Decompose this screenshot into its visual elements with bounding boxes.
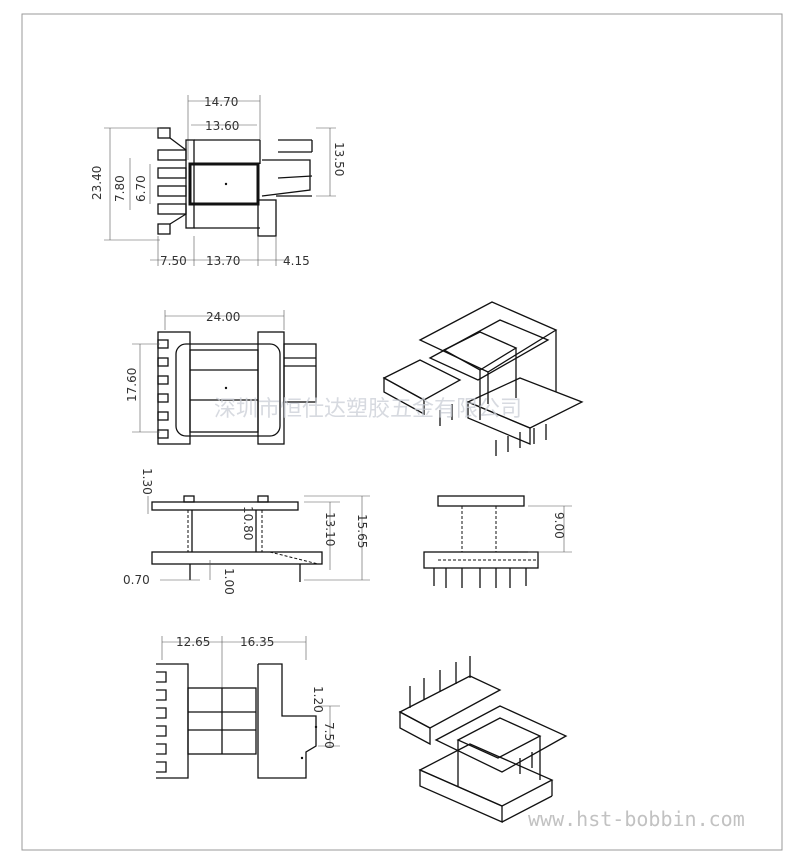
dim-front-height: 9.00 [552,512,566,539]
plan-view: 24.00 17.60 [125,310,317,445]
dim-top-bottom-right: 4.15 [283,254,310,268]
dim-plan-height: 17.60 [125,368,139,402]
core-window [188,162,260,206]
dim-top-bottom-left: 7.50 [160,254,187,268]
dim-side-total: 15.65 [355,514,369,548]
dim-bottom-notch-height: 7.50 [322,722,336,749]
dim-bottom-right: 16.35 [240,635,274,649]
dim-side-base: 1.00 [222,568,236,595]
dim-top-left-mid: 7.80 [113,175,127,202]
dim-top-left-inner: 6.70 [134,175,148,202]
watermark-website: www.hst-bobbin.com [528,807,745,831]
isometric-view-bottom [398,656,568,823]
dim-top-right-height: 13.50 [332,142,346,176]
drawing-border [21,13,783,851]
dim-top-width-outer: 14.70 [204,95,238,109]
dim-side-inner: 10.80 [241,506,255,540]
dim-plan-width: 24.00 [206,310,240,324]
dim-side-flange: 1.30 [140,468,154,495]
top-view: 14.70 13.60 [90,95,346,268]
front-view: 9.00 [423,495,572,588]
dim-top-left-outer: 23.40 [90,166,104,200]
dim-side-mid: 13.10 [323,512,337,546]
dim-top-bottom-mid: 13.70 [206,254,240,268]
dim-top-width-inner: 13.60 [205,119,239,133]
dim-bottom-left: 12.65 [176,635,210,649]
dim-bottom-notch: 1.20 [311,686,325,713]
dim-side-pin: 0.70 [123,573,150,587]
watermark-company: 深圳市恒仕达塑胶五金有限公司 [214,397,522,422]
bottom-view: 12.65 16.35 1.20 7.50 [156,635,340,779]
isometric-view-top [382,301,584,456]
side-view: 1.30 10.80 13.10 15.65 1.00 0.70 [123,468,370,595]
